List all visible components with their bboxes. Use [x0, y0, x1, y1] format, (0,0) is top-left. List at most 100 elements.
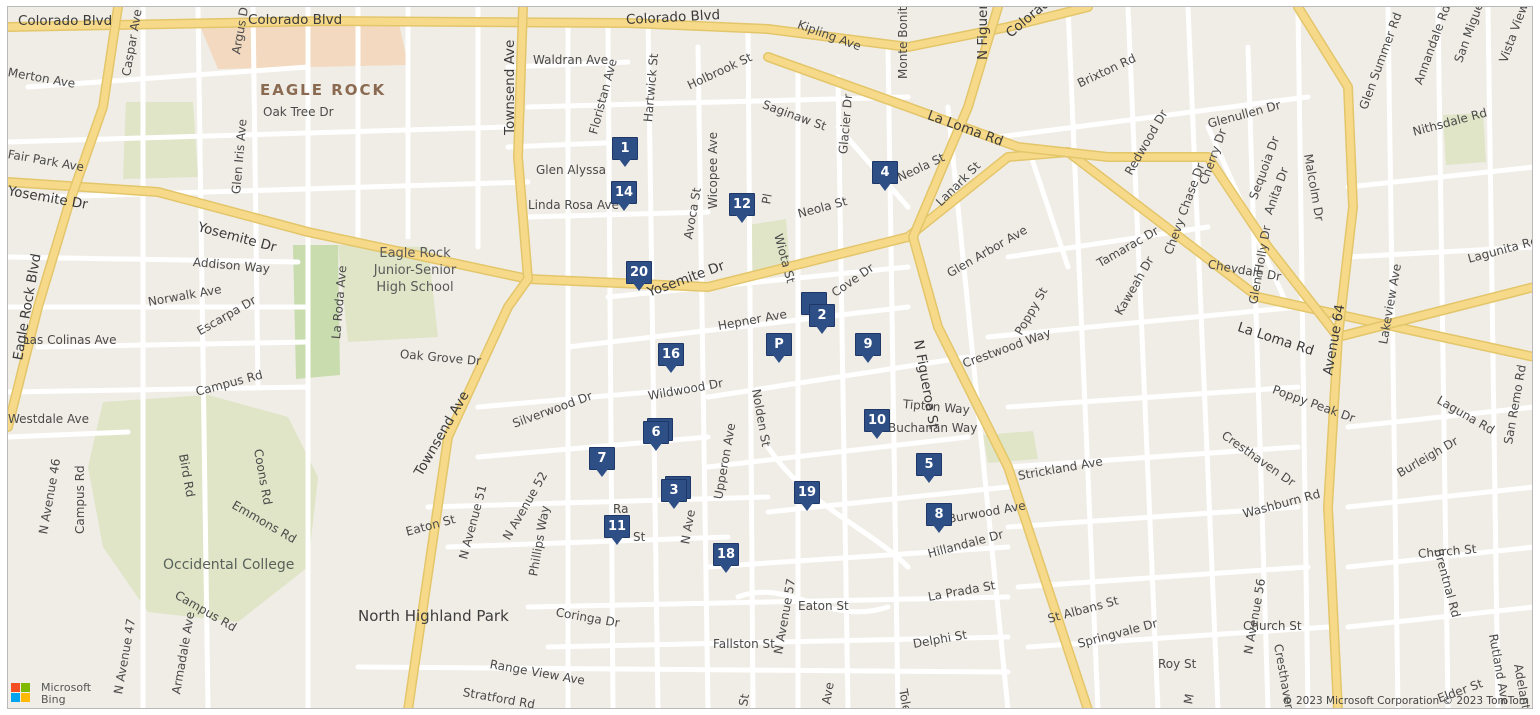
minor-road [645, 14, 661, 708]
logo-square-icon [21, 693, 30, 702]
marker-pointer-icon [862, 355, 874, 363]
map-marker-1[interactable]: 1 [612, 137, 638, 168]
marker-label: P [766, 333, 792, 356]
marker-label: 19 [794, 481, 820, 504]
map-label-westdale: Westdale Ave [8, 412, 89, 426]
minor-road [525, 209, 711, 220]
marker-label: 2 [809, 304, 835, 327]
map-marker-16[interactable]: 16 [658, 343, 684, 374]
marker-pointer-icon [871, 431, 883, 439]
minor-road [1245, 44, 1271, 708]
logo-square-icon [11, 693, 20, 702]
map-label-buchanan: Buchanan Way [888, 421, 978, 435]
marker-pointer-icon [618, 203, 630, 211]
map-marker-5[interactable]: 5 [916, 453, 942, 484]
logo-square-icon [21, 683, 30, 692]
minor-road [1015, 564, 1311, 590]
minor-road [1345, 544, 1532, 570]
marker-label: 4 [872, 161, 898, 184]
minor-road [1345, 604, 1532, 630]
map-marker-3[interactable]: 3 [661, 479, 687, 510]
map-marker-12[interactable]: 12 [729, 193, 755, 224]
marker-pointer-icon [923, 475, 935, 483]
marker-pointer-icon [773, 355, 785, 363]
marker-pointer-icon [650, 443, 662, 451]
major-road [404, 7, 532, 708]
map-label-rast: Ra [613, 502, 629, 516]
marker-label: 14 [611, 181, 637, 204]
marker-label: 11 [604, 515, 630, 538]
map-label-eaton2: Eaton St [798, 599, 849, 613]
map-marker-2[interactable]: 2 [809, 304, 835, 335]
map-marker-6[interactable]: 6 [643, 421, 669, 452]
map-marker-9[interactable]: 9 [855, 333, 881, 364]
map-label-lascolinas: Las Colinas Ave [23, 333, 117, 347]
map-marker-19[interactable]: 19 [794, 481, 820, 512]
marker-pointer-icon [596, 469, 608, 477]
minor-road [1125, 7, 1161, 708]
logo-line-bing: Bing [41, 693, 66, 706]
map-marker-20[interactable]: 20 [626, 261, 652, 292]
minor-road [1065, 7, 1101, 708]
map-marker-18[interactable]: 18 [713, 543, 739, 574]
map-marker-14[interactable]: 14 [611, 181, 637, 212]
minor-road [1185, 7, 1221, 708]
minor-road [8, 384, 311, 395]
map-label-bonito: Monte Bonito Dr [896, 6, 910, 79]
major-road [8, 148, 1532, 361]
marker-pointer-icon [933, 525, 945, 533]
minor-road [1025, 144, 1071, 270]
park-area [338, 245, 438, 342]
map-marker-11[interactable]: 11 [604, 515, 630, 546]
minor-road [525, 594, 1011, 610]
minor-road [605, 24, 616, 708]
map-label-fallston: Fallston St [713, 637, 775, 651]
marker-pointer-icon [879, 183, 891, 191]
minor-road [425, 494, 771, 510]
minor-road [1005, 444, 1301, 470]
map-label-occidental: Occidental College [163, 557, 295, 573]
minor-road [1345, 484, 1532, 510]
minor-road [355, 664, 1011, 675]
major-road [1294, 7, 1357, 708]
map-label-pl: Pl [759, 192, 775, 206]
map-marker-P[interactable]: P [766, 333, 792, 364]
marker-label: 20 [626, 261, 652, 284]
marker-pointer-icon [736, 215, 748, 223]
minor-road [545, 634, 1011, 650]
minor-road [525, 94, 911, 110]
marker-pointer-icon [668, 501, 680, 509]
map-marker-8[interactable]: 8 [926, 503, 952, 534]
map-label-churchst2: Church St [1243, 619, 1302, 633]
map-label-school: Eagle Rock Junior-Senior High School [373, 246, 457, 295]
minor-road [565, 304, 911, 350]
map-label-lindarosa: Linda Rosa Ave [528, 198, 619, 212]
marker-label: 3 [661, 479, 687, 502]
map-label-royst: Roy St [1158, 657, 1197, 671]
map-roads [8, 7, 1532, 708]
park-area [1443, 113, 1486, 165]
marker-label: 7 [589, 447, 615, 470]
park-area [748, 219, 790, 273]
marker-pointer-icon [801, 503, 813, 511]
marker-label: 12 [729, 193, 755, 216]
logo-line-microsoft: Microsoft [41, 681, 92, 694]
map-marker-4[interactable]: 4 [872, 161, 898, 192]
map-marker-7[interactable]: 7 [589, 447, 615, 478]
marker-label: 1 [612, 137, 638, 160]
minor-road [195, 7, 211, 708]
minor-road [835, 74, 851, 708]
map-marker-10[interactable]: 10 [864, 409, 890, 440]
marker-label: 6 [643, 421, 669, 444]
minor-road [475, 384, 711, 410]
map-label-eaglerock: EAGLE ROCK [260, 81, 387, 99]
logo-square-icon [11, 683, 20, 692]
map-label-nfig1: N Figueroa [975, 6, 991, 60]
major-road [8, 7, 1092, 51]
minor-road [1345, 404, 1532, 430]
minor-road [695, 44, 711, 708]
marker-label: 9 [855, 333, 881, 356]
marker-label: 10 [864, 409, 890, 432]
marker-label: 18 [713, 543, 739, 566]
